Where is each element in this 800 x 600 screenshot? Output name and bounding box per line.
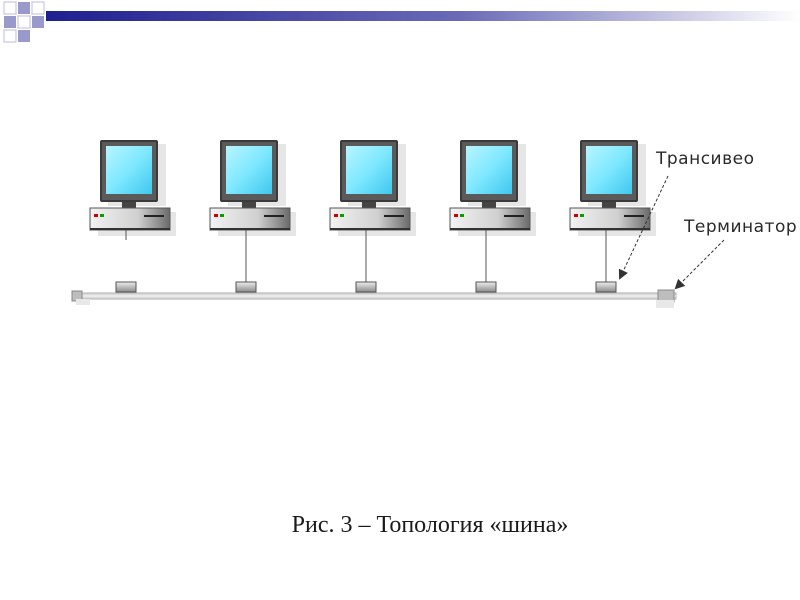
computer-1 [89, 139, 177, 240]
computer-2 [209, 139, 297, 282]
title-bar [3, 1, 800, 43]
transceiver-4 [475, 281, 497, 293]
decorative-squares [3, 1, 45, 43]
transceiver-5 [595, 281, 617, 293]
transceiver-3 [355, 281, 377, 293]
terminator-left [71, 290, 90, 305]
transceiver-2 [235, 281, 257, 293]
terminator-pointer-arrow [674, 239, 725, 290]
transceiver-1 [115, 281, 137, 293]
terminator-right [656, 289, 675, 308]
bus-cable [75, 292, 677, 300]
transceiver-pointer-arrow [618, 175, 669, 280]
label-transceiver: Трансивео [655, 149, 754, 169]
computer-5 [569, 139, 657, 282]
figure-caption: Рис. 3 – Топология «шина» [291, 512, 569, 538]
computer-4 [449, 139, 537, 282]
computer-3 [329, 139, 417, 282]
label-terminator: Терминатор [683, 217, 797, 237]
header-gradient-line [46, 11, 800, 21]
